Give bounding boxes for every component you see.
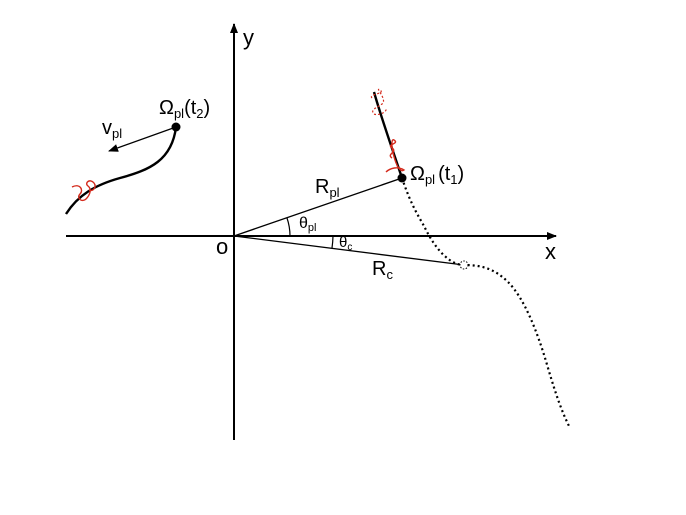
wave-packet-t1 <box>385 139 406 173</box>
r-pl-line <box>233 177 403 237</box>
theta-c-arc <box>331 235 334 249</box>
point-omega-t2 <box>171 122 181 132</box>
trajectory-t1-solid <box>372 91 404 179</box>
point-critical <box>459 260 469 270</box>
label-theta-c: θc <box>339 234 352 253</box>
wave-packet-t2 <box>71 180 96 202</box>
label-omega-t2: Ωpl(t2) <box>159 97 210 121</box>
label-theta-pl: θpl <box>299 215 316 234</box>
r-c-line <box>233 235 465 266</box>
y-axis-label: y <box>243 25 254 50</box>
wave-packet-ghost <box>370 88 387 116</box>
label-r-c: Rc <box>372 258 393 282</box>
velocity-arrow <box>108 126 177 152</box>
point-omega-t1 <box>397 173 407 183</box>
origin-label: o <box>216 234 228 259</box>
theta-pl-arc <box>286 217 291 237</box>
label-v-pl: vpl <box>102 117 122 141</box>
label-omega-t1: Ωpl(t1) <box>410 163 464 187</box>
x-axis-label: x <box>545 239 556 264</box>
trajectory-t1-dotted <box>400 177 570 427</box>
label-r-pl: Rpl <box>315 176 340 200</box>
